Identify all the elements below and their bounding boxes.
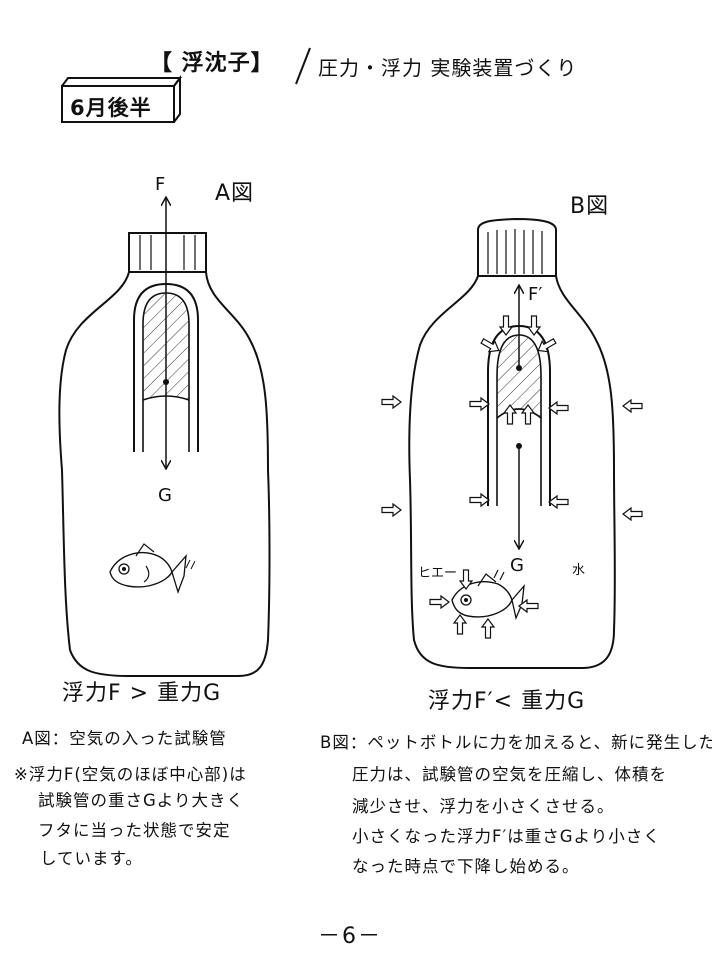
figure-b-relation: 浮力F′< 重力G: [428, 689, 586, 714]
note-b-line-3: 減少させ、浮力を小さくさせる。: [352, 797, 615, 816]
worksheet-title: 【 浮沈子】: [150, 51, 274, 76]
worksheet-subtitle: 圧力・浮力 実験装置づくり: [318, 56, 578, 80]
note-b-line-2: 圧力は、試験管の空気を圧縮し、体積を: [352, 765, 667, 784]
period-badge: 6月後半: [70, 96, 152, 120]
figure-b-exclamation: ヒエー: [418, 566, 458, 581]
figure-a-relation: 浮力F > 重力G: [62, 681, 222, 706]
note-b-line-1: B図：ペットボトルに力を加えると、新に発生した: [320, 733, 712, 752]
note-a-line-3: 試験管の重さGより大きく: [38, 791, 244, 810]
figure-a-fish: [109, 543, 196, 595]
note-a-line-1: A図：空気の入った試験管: [22, 729, 227, 748]
figure-b-force-g-label: G: [510, 555, 524, 576]
figure-a-bottle: [58, 232, 271, 677]
note-b-line-4: 小さくなった浮力F′は重さGより小さく: [352, 827, 661, 846]
note-b-line-5: なった時点で下降し始める。: [352, 857, 580, 876]
note-a-line-4: フタに当った状態で安定: [38, 821, 231, 840]
figure-b-bottle: [408, 217, 616, 669]
note-a-line-2: ※浮力F(空気のほぼ中心部)は: [14, 765, 247, 784]
figure-a-force-arrows: [163, 198, 169, 468]
figure-a-caption: A図: [215, 181, 255, 206]
figure-a-force-f-label: F: [155, 174, 166, 195]
figure-b-force-arrows: [516, 286, 522, 548]
badge-box: [61, 75, 182, 123]
note-a-line-5: しています。: [40, 849, 143, 868]
figure-a-force-g-label: G: [158, 485, 172, 506]
figure-b-caption: B図: [570, 194, 610, 219]
figure-b-force-f-label: F′: [528, 284, 543, 305]
figure-b-water-label: 水: [572, 563, 586, 578]
title-slash: [295, 47, 311, 85]
figure-b-fish: [429, 569, 539, 639]
page-number: －6－: [318, 924, 382, 949]
